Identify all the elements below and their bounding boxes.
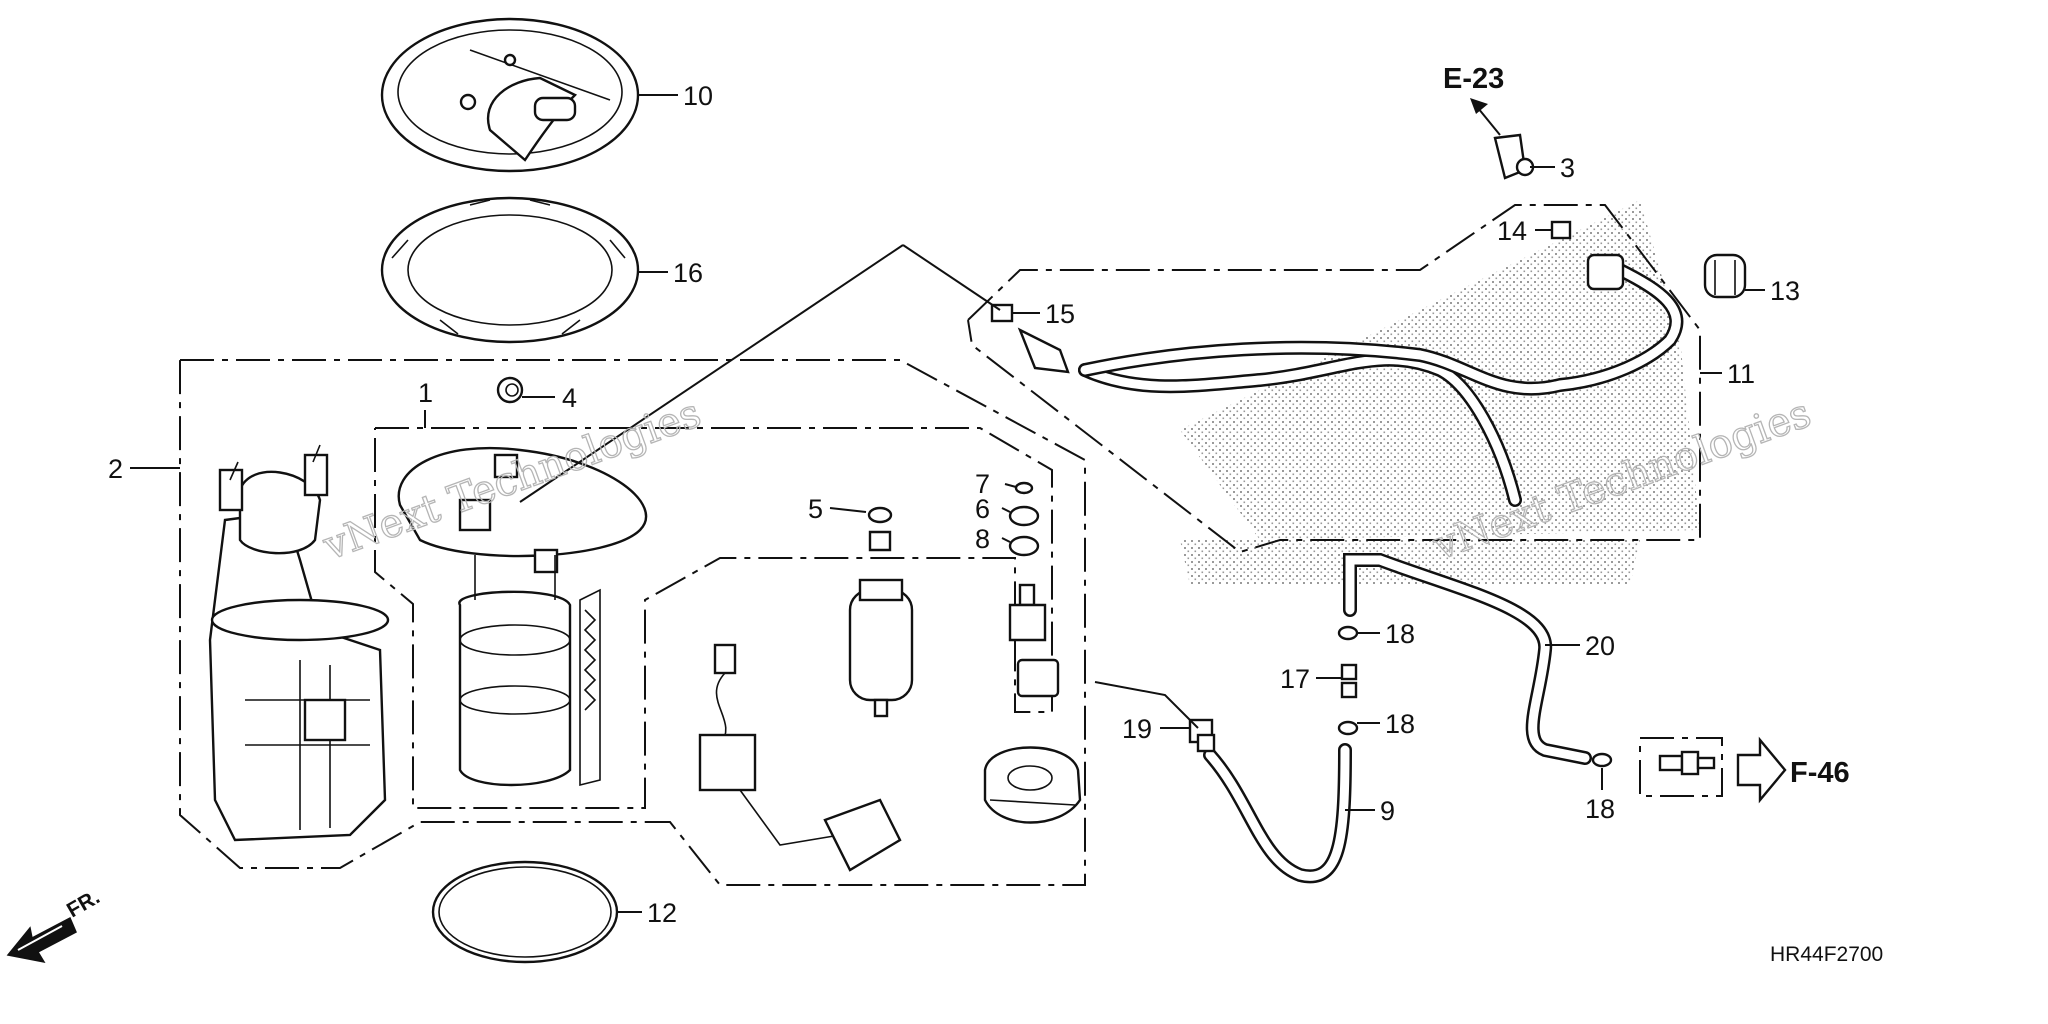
reference-f46: F-46 [1790,757,1850,789]
callout-18-right: 18 [1585,794,1615,824]
fuel-pump-motor[interactable] [848,578,914,718]
callout-9: 9 [1380,796,1395,826]
drawing-code: HR44F2700 [1770,943,1883,966]
part-13-grommet[interactable] [1703,253,1747,299]
callout-7: 7 [975,469,990,499]
callout-1: 1 [418,378,433,408]
callout-10: 10 [683,81,713,111]
part-8-o-ring[interactable] [1008,535,1040,557]
callout-18-lower: 18 [1385,709,1415,739]
callout-13: 13 [1770,276,1800,306]
callout-3: 3 [1560,153,1575,183]
callout-19: 19 [1122,714,1152,744]
part-7-o-ring[interactable] [1014,481,1034,495]
pump-module-outline [374,427,1053,809]
fuel-return-hose-inner [1080,265,1681,394]
reference-e23: E-23 [1443,63,1504,95]
part-3-bracket[interactable] [1493,133,1535,180]
callout-6: 6 [975,494,990,524]
pump-assembly-outline [179,359,1086,886]
callout-4: 4 [562,383,577,413]
callouts: 10 16 2 1 4 5 7 6 8 3 14 13 11 15 12 9 1… [108,81,1800,928]
reference-f46-arrow [1736,736,1787,804]
callout-15: 15 [1045,299,1075,329]
front-direction-arrow [6,916,77,964]
callout-12: 12 [647,898,677,928]
part-1-fuel-pump-module[interactable] [397,446,648,787]
callout-20: 20 [1585,631,1615,661]
part-2-reservoir-cup[interactable] [208,444,390,842]
part-4-grommet[interactable] [496,376,524,404]
part-16-locking-ring[interactable] [380,196,640,344]
callout-17: 17 [1280,664,1310,694]
part-14-clip[interactable] [1550,220,1572,240]
callout-18-upper: 18 [1385,619,1415,649]
callout-8: 8 [975,524,990,554]
hose-connector[interactable] [1586,253,1625,291]
front-label: FR. [63,885,104,922]
part-6-o-ring[interactable] [1008,505,1040,527]
quick-connector[interactable] [1658,750,1716,776]
part-18-clip-upper[interactable] [1337,625,1359,641]
part-12-gasket[interactable] [431,860,619,964]
fuel-feed-hose-inner [1080,355,1520,505]
joint-box-outline [1639,737,1723,797]
part-5-seal[interactable] [867,506,893,552]
callout-11: 11 [1727,359,1755,389]
callout-5: 5 [808,494,823,524]
filter-base[interactable] [983,746,1082,824]
part-10-cover[interactable] [380,17,640,173]
fuel-level-sender[interactable] [698,643,902,872]
callout-16: 16 [673,258,703,288]
stipple-shading [1180,540,1640,585]
part-18-clip-lower[interactable] [1337,720,1359,736]
part-17-joint[interactable] [1340,663,1358,699]
part-18-clip-right[interactable] [1591,752,1613,768]
pressure-regulator[interactable] [1008,583,1060,698]
leader-lines [130,94,1765,913]
hose-assembly-outline [967,204,1701,554]
callout-2: 2 [108,454,123,484]
callout-14: 14 [1497,216,1527,246]
